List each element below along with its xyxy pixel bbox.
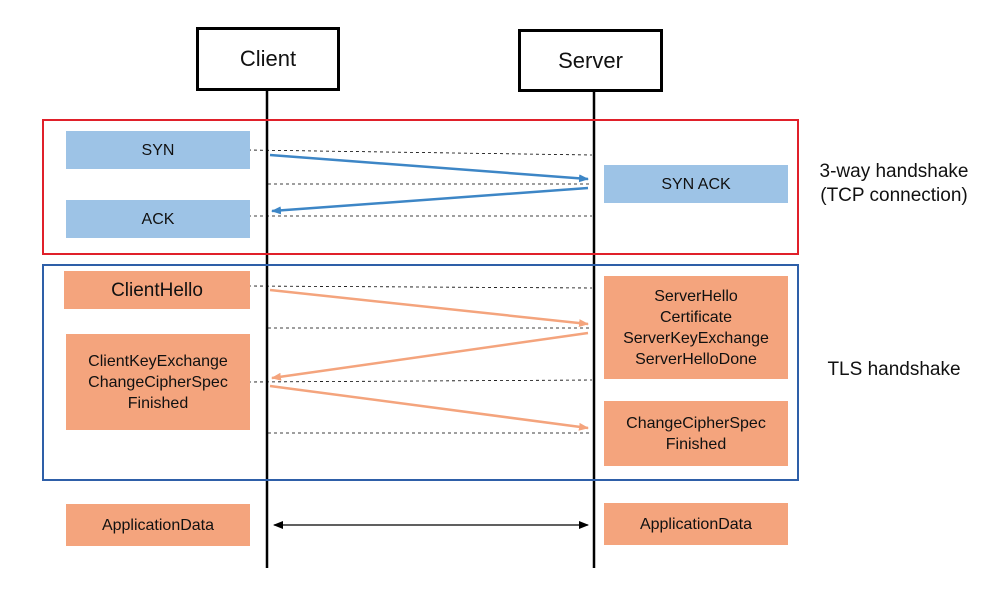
server-header-label: Server: [558, 47, 623, 73]
client-hello-arrow: [269, 288, 589, 328]
tls-handshake-label-text: TLS handshake: [827, 359, 961, 380]
tcp-handshake-frame: [42, 119, 799, 255]
ack-label: ACK: [141, 210, 175, 228]
server-hello-done-line: ServerHelloDone: [635, 350, 757, 368]
server-application-data: ApplicationData: [604, 503, 788, 545]
server-change-cipher-spec-line: ChangeCipherSpec: [626, 414, 766, 432]
dashed-guides: [247, 149, 593, 434]
ack-message: ACK: [66, 200, 250, 238]
client-header-label: Client: [239, 46, 297, 71]
client-hello-label: ClientHello: [111, 279, 203, 301]
client-key-exchange-line: ClientKeyExchange: [88, 352, 228, 370]
tcp-handshake-label-line1: 3-way handshake: [819, 161, 969, 182]
certificate-line: Certificate: [659, 308, 733, 326]
syn-ack-arrow: [271, 186, 589, 215]
server-finished-line: Finished: [665, 435, 727, 453]
server-header: Server: [518, 29, 663, 92]
syn-ack-message: SYN ACK: [604, 165, 788, 203]
syn-message: SYN: [66, 131, 250, 169]
server-finished-message: ChangeCipherSpec Finished: [604, 401, 788, 466]
client-finished-arrow: [269, 384, 589, 431]
client-application-data-label: ApplicationData: [101, 516, 215, 534]
client-hello-message: ClientHello: [64, 271, 250, 309]
client-application-data: ApplicationData: [66, 504, 250, 546]
server-hello-message: ServerHello Certificate ServerKeyExchang…: [604, 276, 788, 379]
server-hello-line: ServerHello: [654, 287, 738, 305]
tls-handshake-label: TLS handshake: [812, 358, 976, 382]
server-application-data-label: ApplicationData: [639, 515, 753, 533]
tls-handshake-frame: [42, 264, 799, 481]
syn-label: SYN: [141, 141, 175, 159]
client-change-cipher-spec-line: ChangeCipherSpec: [88, 373, 228, 391]
server-hello-arrow: [271, 331, 589, 381]
client-key-exchange-message: ClientKeyExchange ChangeCipherSpec Finis…: [66, 334, 250, 430]
tcp-handshake-label-line2: (TCP connection): [820, 185, 968, 206]
syn-ack-label: SYN ACK: [661, 175, 731, 193]
server-key-exchange-line: ServerKeyExchange: [623, 329, 769, 347]
syn-arrow: [269, 153, 589, 183]
client-header: Client: [196, 27, 340, 91]
client-finished-line: Finished: [127, 394, 189, 412]
tcp-handshake-label: 3-way handshake (TCP connection): [812, 160, 976, 208]
